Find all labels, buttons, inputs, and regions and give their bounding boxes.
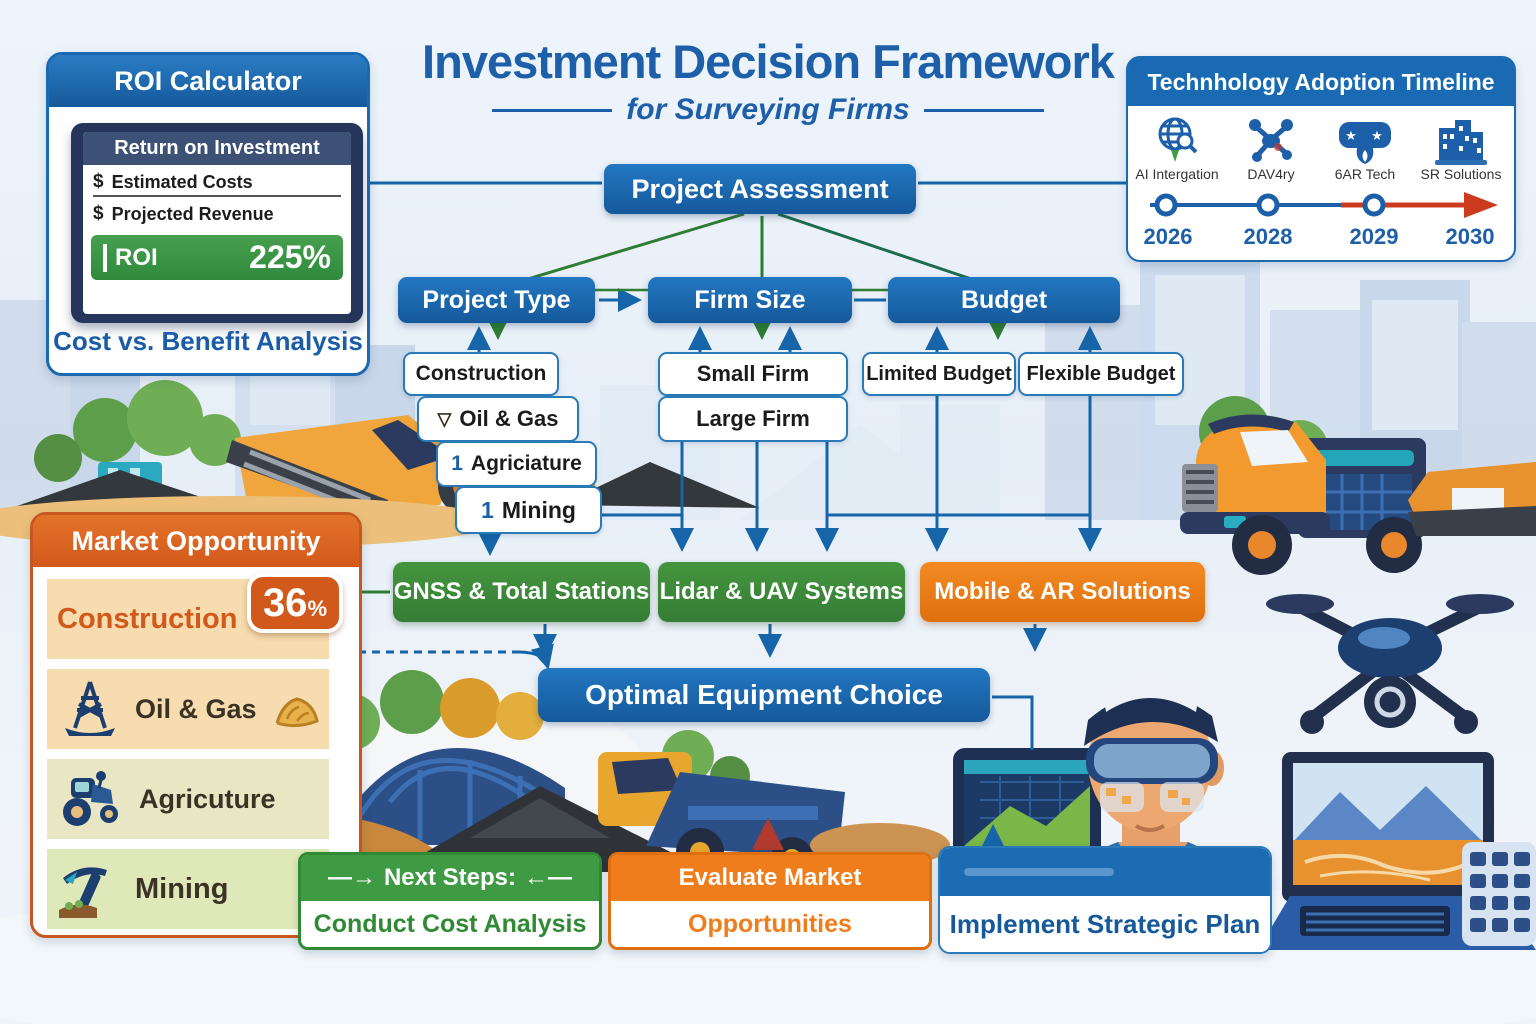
timeline-item: ★ ★ 6AR Tech [1318, 114, 1412, 182]
arrow-right-icon: —→ [327, 864, 376, 891]
market-row-construction: Construction 36 % [47, 573, 343, 659]
oil-derrick-icon [65, 681, 115, 736]
truck-illustration [1180, 396, 1536, 575]
evaluate-header: Evaluate Market [611, 855, 929, 901]
option-small-firm: Small Firm [658, 352, 848, 396]
option-prefix: 1 [451, 452, 463, 475]
node-optimal-equipment-choice: Optimal Equipment Choice [538, 668, 990, 722]
roi-row-costs-label: Estimated Costs [111, 171, 253, 192]
roi-result-bar: ROI 225% [91, 235, 343, 280]
ar-headset-icon: ★ ★ [1318, 114, 1412, 166]
timeline-item-label: SR Solutions [1420, 166, 1502, 182]
timeline-item: SR Solutions [1414, 114, 1508, 182]
option-label: Mining [501, 496, 576, 523]
market-header: Market Opportunity [33, 515, 359, 567]
market-row-label: Oil & Gas [135, 693, 257, 724]
dollar-icon: $ [93, 171, 104, 192]
roi-screen-title: Return on Investment [83, 132, 351, 165]
roi-value: 225% [249, 239, 331, 275]
buildings-icon [1414, 114, 1508, 166]
market-row-label: Construction [57, 602, 238, 635]
flag-icon: ▽ [437, 408, 452, 429]
option-limited-budget: Limited Budget [862, 352, 1016, 396]
technology-timeline-panel: Technhology Adoption Timeline AI Interga… [1126, 56, 1516, 262]
roi-tablet-screen: Return on Investment $ Estimated Costs $… [83, 132, 351, 314]
next-steps-header: —→ Next Steps: ←— [301, 855, 599, 901]
timeline-item: AI Intergation [1130, 114, 1224, 182]
implement-body: Implement Strategic Plan [940, 896, 1270, 952]
laptop-illustration [1258, 752, 1536, 950]
timeline-body: AI Intergation DAV4ry [1128, 106, 1514, 258]
timeline-year: 2029 [1349, 224, 1399, 249]
implement-header [940, 848, 1270, 896]
implement-plan-box: Implement Strategic Plan [938, 846, 1272, 954]
option-prefix: 1 [481, 496, 494, 523]
market-row-agriculture: Agricuture [47, 759, 329, 839]
roi-row-revenue-label: Projected Revenue [111, 203, 274, 224]
timeline-year: 2028 [1243, 224, 1293, 249]
option-large-firm: Large Firm [658, 396, 848, 442]
market-share-badge: 36 % [246, 573, 343, 633]
timeline-item-label: AI Intergation [1135, 166, 1219, 182]
timeline-axis [1150, 192, 1498, 218]
dollar-icon: $ [93, 203, 104, 224]
timeline-item-label: DAV4ry [1247, 166, 1295, 182]
next-steps-title: Next Steps: [383, 864, 517, 891]
timeline-year: 2026 [1143, 224, 1193, 249]
timeline-header: Technhology Adoption Timeline [1128, 58, 1514, 106]
roi-row-revenue: $ Projected Revenue [83, 197, 351, 227]
svg-text:★: ★ [1371, 128, 1383, 143]
option-mining: 1 Mining [455, 486, 602, 534]
next-steps-body: Conduct Cost Analysis [301, 901, 599, 947]
tractor-icon [63, 771, 118, 826]
option-label: Flexible Budget [1026, 362, 1176, 385]
market-row-mining: Mining [47, 849, 329, 929]
decorative-stripe [964, 868, 1114, 876]
gold-nuggets-icon [275, 697, 319, 728]
option-label: Construction [415, 362, 547, 385]
timeline-item: DAV4ry [1224, 114, 1318, 182]
equipment-lidar-uav: Lidar & UAV Systems [658, 562, 905, 622]
node-project-type: Project Type [398, 277, 595, 323]
option-construction: Construction [403, 352, 559, 396]
roi-tablet-illustration: Return on Investment $ Estimated Costs $… [71, 123, 363, 323]
arrow-left-icon: ←— [524, 864, 573, 891]
option-label: Large Firm [696, 406, 810, 431]
option-label: Limited Budget [866, 362, 1012, 385]
option-flexible-budget: Flexible Budget [1018, 352, 1184, 396]
market-row-label: Agricuture [139, 783, 276, 814]
timeline-year: 2030 [1445, 224, 1495, 249]
pickaxe-icon [59, 867, 107, 918]
option-label: Small Firm [696, 361, 810, 386]
divider [93, 195, 341, 197]
globe-search-icon [1130, 114, 1224, 166]
option-label: Agriciature [470, 452, 582, 475]
svg-text:★: ★ [1345, 128, 1357, 143]
roi-row-costs: $ Estimated Costs [83, 165, 351, 195]
evaluate-body: Opportunities [611, 901, 929, 947]
market-row-oil-gas: Oil & Gas [47, 669, 329, 749]
next-steps-box: —→ Next Steps: ←— Conduct Cost Analysis [298, 852, 602, 950]
node-project-assessment: Project Assessment [604, 164, 916, 214]
drone-icon [1224, 114, 1318, 166]
paver-truck-illustration [0, 380, 760, 548]
drone-illustration [1266, 594, 1514, 734]
equipment-gnss: GNSS & Total Stations [393, 562, 650, 622]
option-oil-gas: ▽ Oil & Gas [417, 396, 579, 442]
evaluate-market-box: Evaluate Market Opportunities [608, 852, 932, 950]
roi-panel-header: ROI Calculator [49, 55, 367, 107]
equipment-mobile-ar: Mobile & AR Solutions [920, 562, 1205, 622]
market-opportunity-panel: Market Opportunity Construction 36 % Oil… [30, 512, 362, 938]
roi-label: ROI [103, 243, 158, 272]
roi-panel-footer: Cost vs. Benefit Analysis [53, 326, 363, 356]
node-firm-size: Firm Size [648, 277, 852, 323]
option-agriculture: 1 Agriciature [436, 441, 597, 487]
option-label: Oil & Gas [459, 406, 559, 431]
badge-value: 36 [262, 581, 308, 625]
roi-calculator-panel: ROI Calculator Return on Investment $ Es… [46, 52, 370, 376]
node-budget: Budget [888, 277, 1120, 323]
timeline-item-label: 6AR Tech [1334, 166, 1396, 182]
badge-unit: % [307, 596, 327, 621]
market-row-label: Mining [135, 872, 229, 905]
